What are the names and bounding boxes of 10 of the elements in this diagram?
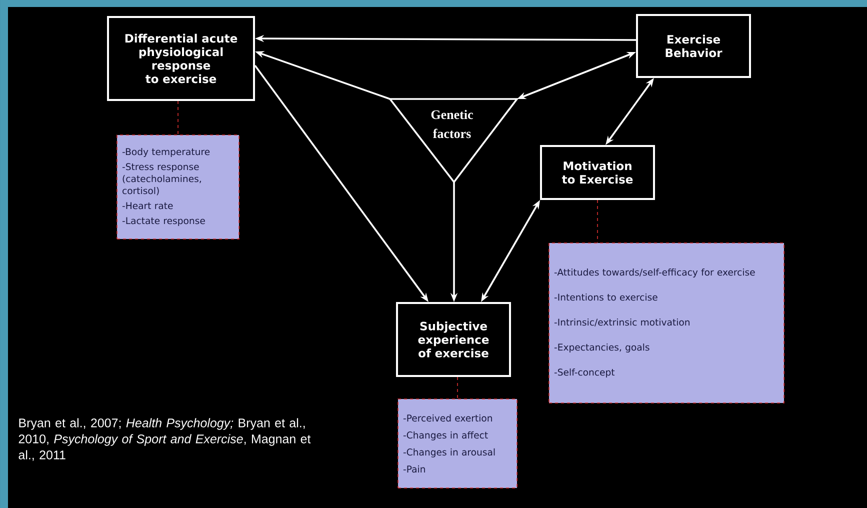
concept-box: Motivation to Exercise	[540, 145, 655, 200]
connector-line	[457, 376, 458, 399]
note-box: -Perceived exertion -Changes in affect -Changes in arousal -Pain	[398, 398, 518, 488]
connector-line	[597, 200, 598, 243]
citation-text: Bryan et al., 2007; Health Psychology; Bryan et al., 2010, Psychology of Sport and Exercise, Magnan et al., 2011	[18, 418, 311, 461]
note-box: -Attitudes towards/self-efficacy for exercise -Intentions to exercise -Intrinsic/extrinsic motivation -Expectancies, goals -Self-concept	[548, 242, 784, 404]
note-box: -Body temperature -Stress response (catecholamines, cortisol) -Heart rate -Lactate response	[116, 134, 240, 240]
concept-box: Exercise Behavior	[636, 14, 751, 78]
concept-box: Differential acute physiological response to exercise	[107, 16, 255, 101]
concept-box: Subjective experience of exercise	[396, 302, 511, 377]
